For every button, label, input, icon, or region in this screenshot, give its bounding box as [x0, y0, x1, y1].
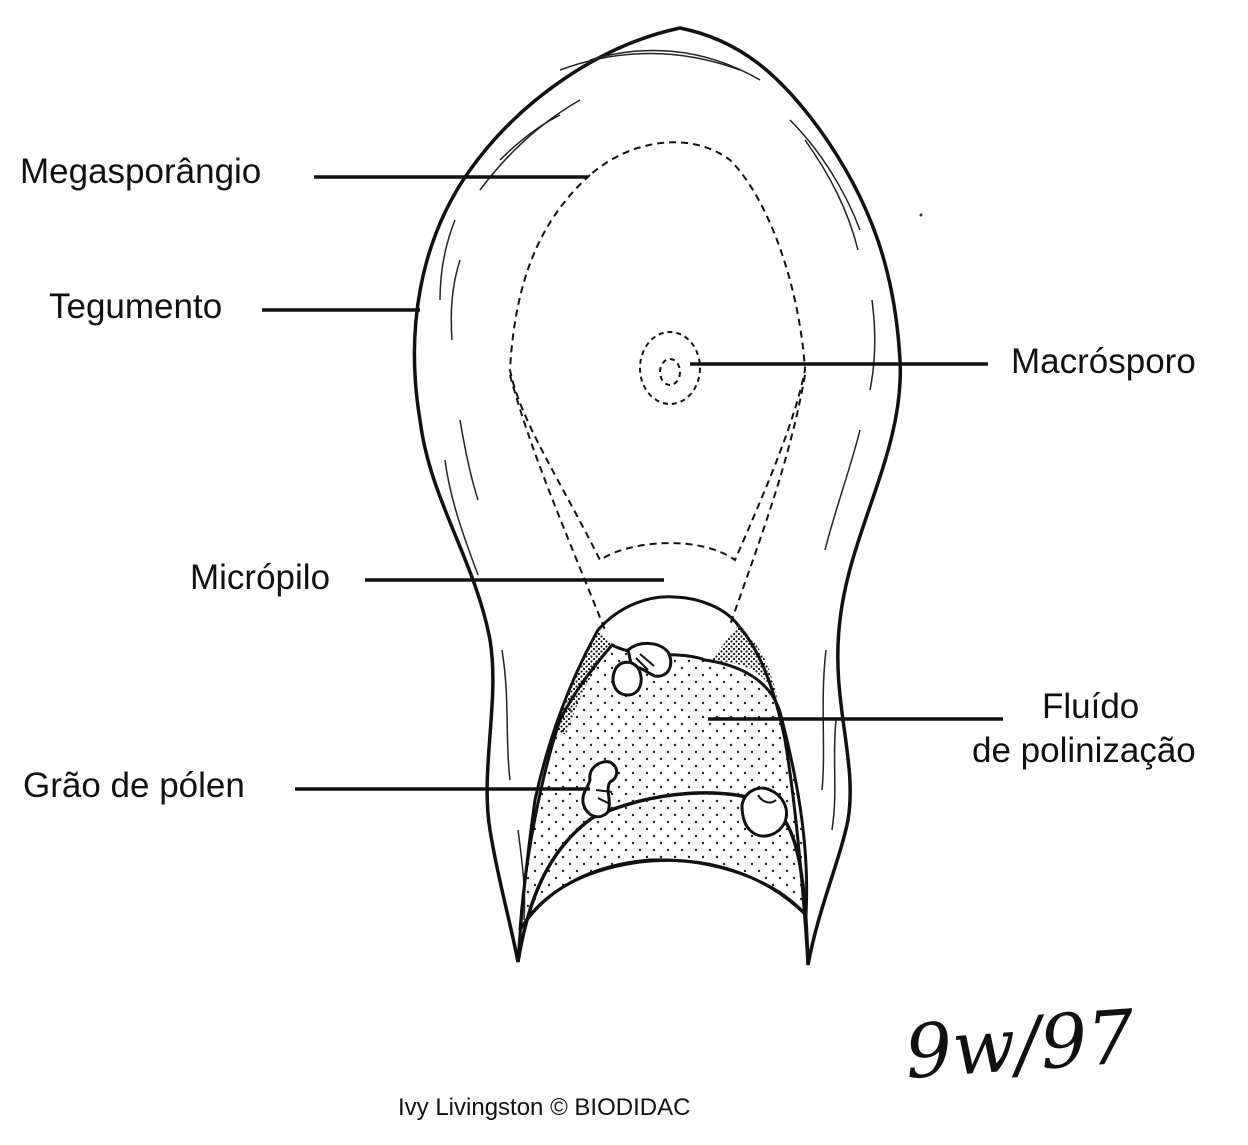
pollen-grain-details [595, 653, 777, 805]
credit: Ivy Livingston © BIODIDAC [398, 1094, 691, 1121]
leader-lines [262, 175, 1003, 791]
integument-texture [439, 49, 876, 921]
micropyle-canal [509, 374, 806, 631]
speck [919, 213, 923, 217]
label-micropilo: Micrópilo [190, 558, 331, 597]
chamber-walls [516, 624, 810, 966]
macrospore [639, 331, 701, 405]
label-megasporangio: Megasporângio [20, 152, 262, 191]
label-grao-de-polen: Grão de pólen [23, 766, 245, 805]
rim-tissue-right [710, 625, 778, 700]
label-fluido-line2: de polinização [972, 731, 1196, 770]
label-macrosporo: Macrósporo [1011, 342, 1196, 381]
pollination-chamber [596, 595, 740, 631]
label-tegumento: Tegumento [49, 287, 223, 326]
label-fluido-line1: Fluído [1042, 687, 1140, 726]
megasporangium-outline [508, 141, 807, 562]
signature: 9w/97 [902, 994, 1138, 1096]
